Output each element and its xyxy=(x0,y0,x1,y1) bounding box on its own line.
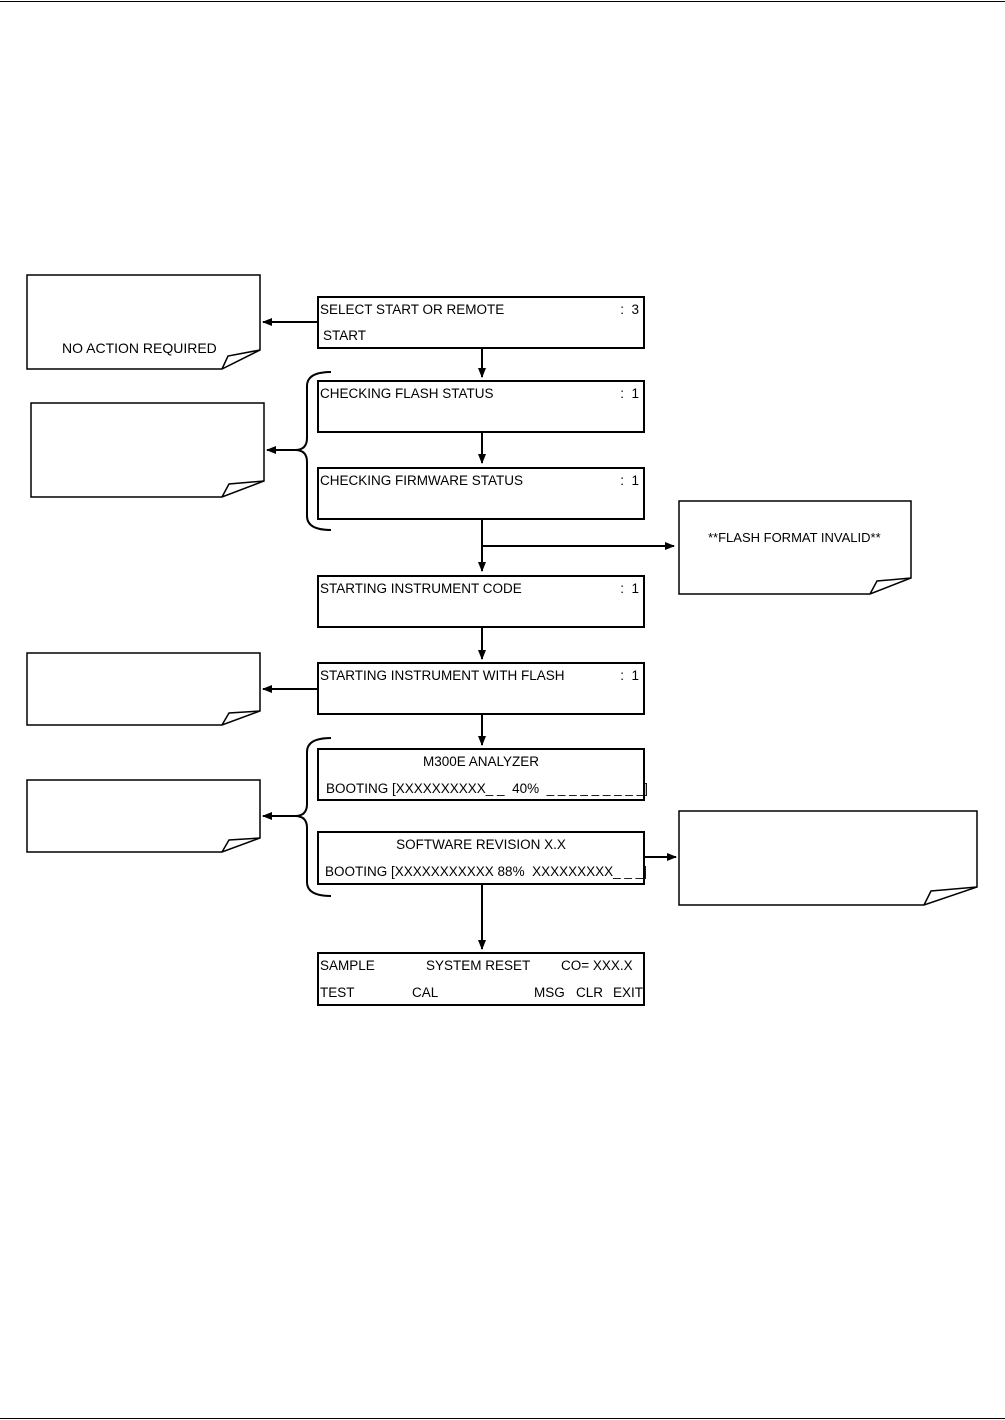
screen-checking-flash: CHECKING FLASH STATUS : 1 xyxy=(317,380,645,433)
note-flash-invalid xyxy=(678,500,912,595)
screen-sample-mode: SAMPLE SYSTEM RESET CO= XXX.X TEST CAL M… xyxy=(317,952,645,1006)
test-button[interactable]: TEST xyxy=(320,985,355,1000)
mode-label: SAMPLE xyxy=(320,958,375,973)
screen-step-number: : 3 xyxy=(620,302,639,317)
msg-button[interactable]: MSG xyxy=(534,985,565,1000)
top-rule xyxy=(0,1,1005,2)
screen-line-1: STARTING INSTRUMENT WITH FLASH xyxy=(320,668,565,683)
screen-instrument-code: STARTING INSTRUMENT CODE : 1 xyxy=(317,575,645,628)
screen-select-start: SELECT START OR REMOTE : 3 START xyxy=(317,296,645,349)
note-no-action xyxy=(26,274,261,370)
screen-line-1: CHECKING FIRMWARE STATUS xyxy=(320,473,524,488)
booting-progress: BOOTING [XXXXXXXXXXX 88% XXXXXXXXX_ _ _] xyxy=(325,864,647,879)
screen-step-number: : 1 xyxy=(620,386,639,401)
note-no-action-text: NO ACTION REQUIRED xyxy=(62,340,217,356)
screen-line-1: SELECT START OR REMOTE xyxy=(320,302,505,317)
screen-software-revision: SOFTWARE REVISION X.X BOOTING [XXXXXXXXX… xyxy=(317,831,647,885)
booting-progress: BOOTING [XXXXXXXXXX_ _ 40% _ _ _ _ _ _ _… xyxy=(326,781,648,796)
exit-button[interactable]: EXIT xyxy=(613,985,644,1000)
screen-analyzer-booting: M300E ANALYZER BOOTING [XXXXXXXXXX_ _ 40… xyxy=(317,748,648,801)
clr-button[interactable]: CLR xyxy=(576,985,604,1000)
screen-step-number: : 1 xyxy=(620,581,639,596)
screen-line-1: STARTING INSTRUMENT CODE xyxy=(320,581,522,596)
cal-button[interactable]: CAL xyxy=(412,985,439,1000)
note-flash-check xyxy=(30,402,265,498)
screen-line-1: SOFTWARE REVISION X.X xyxy=(396,837,566,852)
system-message: SYSTEM RESET xyxy=(426,958,531,973)
note-flash-invalid-text: **FLASH FORMAT INVALID** xyxy=(708,530,881,545)
screen-line-1: M300E ANALYZER xyxy=(422,754,540,769)
screen-step-number: : 1 xyxy=(620,473,639,488)
concentration-readout: CO= XXX.X xyxy=(561,958,633,973)
screen-checking-firmware: CHECKING FIRMWARE STATUS : 1 xyxy=(317,467,645,520)
screen-instrument-with-flash: STARTING INSTRUMENT WITH FLASH : 1 xyxy=(317,662,645,715)
note-with-flash xyxy=(26,652,261,726)
screen-line-1: CHECKING FLASH STATUS xyxy=(320,386,494,401)
start-button[interactable]: START xyxy=(323,328,367,343)
screen-step-number: : 1 xyxy=(620,668,639,683)
note-revision xyxy=(678,810,978,906)
bottom-rule xyxy=(0,1418,1005,1419)
note-booting xyxy=(26,779,261,853)
